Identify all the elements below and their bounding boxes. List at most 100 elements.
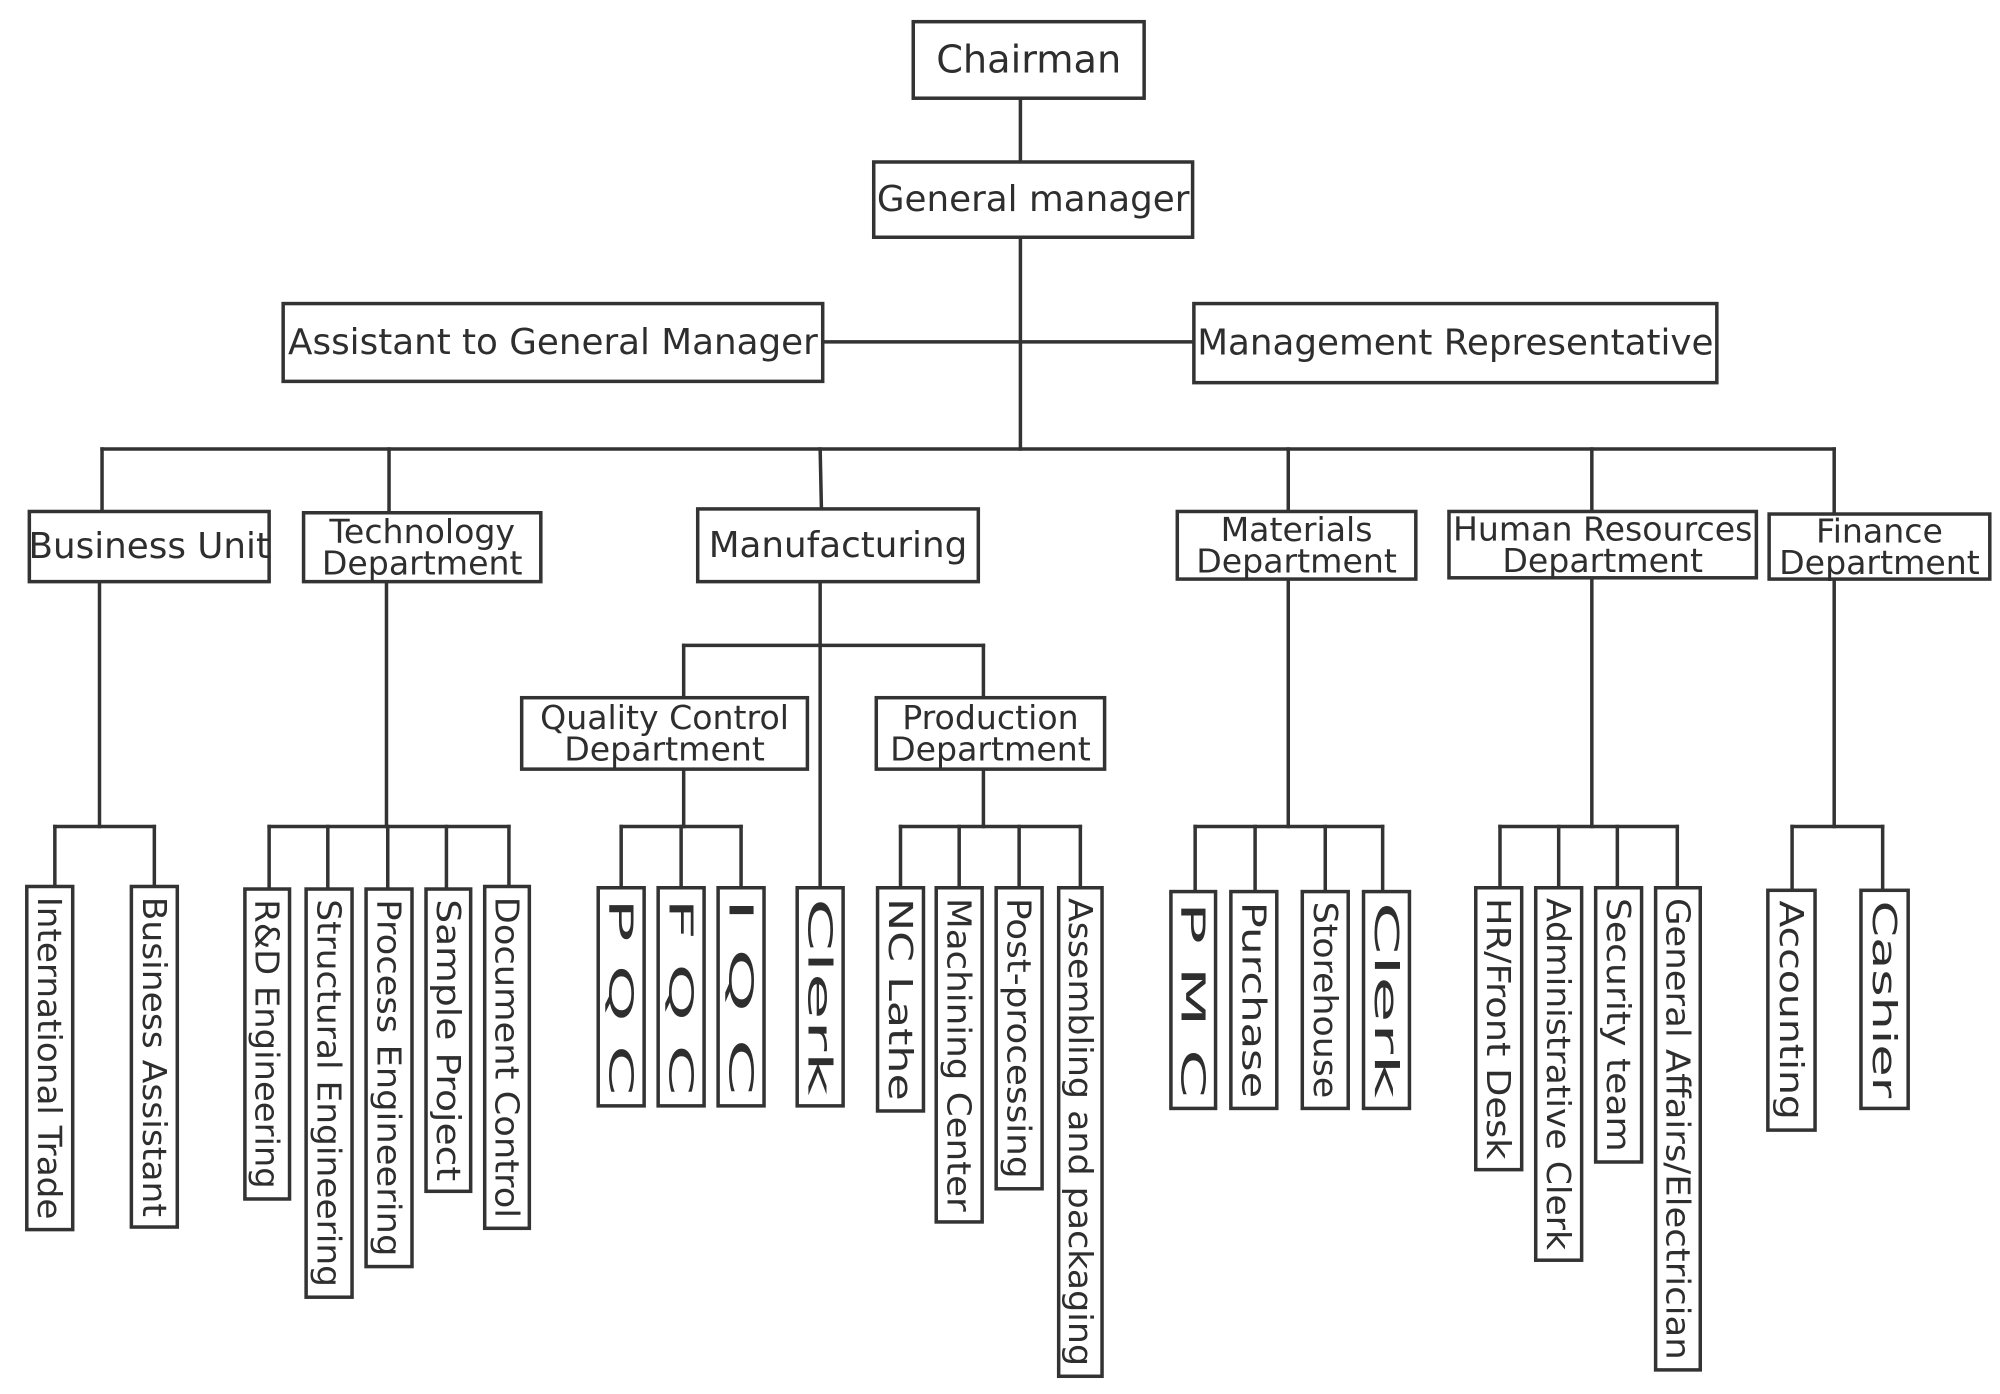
node-nc-lathe-box xyxy=(875,886,926,1113)
node-storehouse: Storehouse xyxy=(1300,889,1350,1111)
connector-6 xyxy=(818,447,824,511)
node-general-affairs-electrician: General Affairs/Electrician xyxy=(1653,886,1703,1372)
node-hr-front-desk-box xyxy=(1474,886,1524,1172)
node-pmc-label: P M C xyxy=(1174,902,1213,1098)
node-finance-department-label-line2: Department xyxy=(1779,543,1980,582)
node-rd-engineering: R&D Engineering xyxy=(243,887,292,1201)
node-pmc: P M C xyxy=(1169,889,1218,1111)
node-quality-control-department-box xyxy=(519,695,810,771)
node-chairman: Chairman xyxy=(911,19,1146,100)
node-structural-engineering-label: Structural Engineering xyxy=(310,899,349,1287)
node-purchase-box xyxy=(1229,889,1279,1111)
node-accounting-label: Accounting xyxy=(1772,901,1811,1120)
node-business-unit-label: Business Unit xyxy=(29,526,270,567)
node-post-processing-label: Post-processing xyxy=(1000,898,1039,1179)
node-pmc-box xyxy=(1169,889,1218,1111)
node-assembling-packaging-box xyxy=(1056,886,1104,1379)
node-management-rep-label: Management Representative xyxy=(1197,323,1713,364)
node-business-assistant: Business Assistant xyxy=(129,884,180,1229)
node-sample-project: Sample Project xyxy=(424,887,473,1194)
node-general-manager: General manager xyxy=(871,160,1195,239)
node-nc-lathe: NC Lathe xyxy=(875,886,926,1113)
node-production-department-label-line1: Production xyxy=(902,698,1078,737)
node-cashier-label: Cashier xyxy=(1865,901,1904,1099)
node-manufacturing: Manufacturing xyxy=(695,507,981,584)
node-accounting: Accounting xyxy=(1766,888,1817,1132)
node-iqc-box xyxy=(716,886,766,1108)
node-sample-project-label: Sample Project xyxy=(429,899,468,1181)
node-cashier-box xyxy=(1859,888,1910,1111)
node-hr-front-desk-label: HR/Front Desk xyxy=(1479,898,1518,1160)
node-machining-center-box xyxy=(934,886,984,1224)
node-structural-engineering: Structural Engineering xyxy=(304,887,354,1299)
node-iqc-label: I Q C xyxy=(722,898,761,1096)
node-business-assistant-label: Business Assistant xyxy=(135,897,174,1217)
node-hr-department-label-line2: Department xyxy=(1502,541,1703,580)
node-sample-project-box xyxy=(424,887,473,1194)
node-storehouse-label: Storehouse xyxy=(1306,902,1345,1098)
node-general-affairs-electrician-box xyxy=(1653,886,1703,1372)
node-rd-engineering-label: R&D Engineering xyxy=(248,899,287,1189)
node-assembling-packaging: Assembling and packaging xyxy=(1056,886,1104,1379)
node-materials-department-label-line2: Department xyxy=(1196,542,1397,581)
node-machining-center-label: Machining Center xyxy=(940,898,979,1212)
connector-lines xyxy=(53,96,1885,894)
node-production-department-label-line2: Department xyxy=(890,730,1091,769)
node-fqc: F Q C xyxy=(656,886,706,1108)
node-management-rep-box xyxy=(1192,301,1719,385)
node-chairman-box xyxy=(911,19,1146,100)
node-post-processing-box xyxy=(994,886,1044,1191)
node-general-manager-box xyxy=(871,160,1195,239)
node-storehouse-box xyxy=(1300,889,1350,1111)
node-post-processing: Post-processing xyxy=(994,886,1044,1191)
node-general-manager-label: General manager xyxy=(877,179,1190,220)
node-general-affairs-electrician-label: General Affairs/Electrician xyxy=(1658,898,1697,1360)
node-document-control-box xyxy=(482,884,532,1231)
node-manufacturing-box xyxy=(695,507,981,584)
node-materials-department-box xyxy=(1175,509,1418,581)
node-materials-clerk-box xyxy=(1361,889,1412,1111)
node-quality-control-department-label-line2: Department xyxy=(564,730,765,769)
node-materials-clerk: Clerk xyxy=(1361,889,1412,1111)
node-hr-department-box xyxy=(1447,509,1759,580)
node-pqc-label: P Q C xyxy=(602,898,641,1096)
node-rd-engineering-box xyxy=(243,887,292,1201)
node-iqc: I Q C xyxy=(716,886,766,1108)
node-administrative-clerk-label: Administrative Clerk xyxy=(1539,898,1578,1251)
node-international-trade-box xyxy=(25,884,75,1232)
node-business-unit: Business Unit xyxy=(27,509,271,584)
node-fqc-label: F Q C xyxy=(662,898,701,1096)
node-manufacturing-label: Manufacturing xyxy=(709,525,968,566)
node-document-control: Document Control xyxy=(482,884,532,1231)
node-finance-department-label-line1: Finance xyxy=(1816,511,1943,550)
node-security-team-label: Security team xyxy=(1599,898,1638,1152)
node-materials-clerk-label: Clerk xyxy=(1367,902,1406,1100)
node-international-trade: International Trade xyxy=(25,884,75,1232)
node-assistant-gm-label: Assistant to General Manager xyxy=(288,322,818,363)
node-mfg-clerk-label: Clerk xyxy=(801,898,840,1098)
node-assistant-gm-box xyxy=(281,301,825,384)
node-process-engineering: Process Engineering xyxy=(364,887,414,1269)
node-management-rep: Management Representative xyxy=(1192,301,1719,385)
node-nc-lathe-label: NC Lathe xyxy=(881,898,920,1101)
node-hr-front-desk: HR/Front Desk xyxy=(1474,886,1524,1172)
node-process-engineering-box xyxy=(364,887,414,1269)
node-purchase-label: Purchase xyxy=(1234,902,1273,1098)
node-fqc-box xyxy=(656,886,706,1108)
node-administrative-clerk: Administrative Clerk xyxy=(1533,886,1584,1262)
node-assembling-packaging-label: Assembling and packaging xyxy=(1061,898,1100,1366)
node-technology-department-box xyxy=(301,511,543,584)
node-hr-department-label-line1: Human Resources xyxy=(1453,509,1752,548)
node-process-engineering-label: Process Engineering xyxy=(370,899,409,1256)
node-finance-department-box xyxy=(1767,512,1992,581)
node-business-assistant-box xyxy=(129,884,180,1229)
node-cashier: Cashier xyxy=(1859,888,1910,1111)
